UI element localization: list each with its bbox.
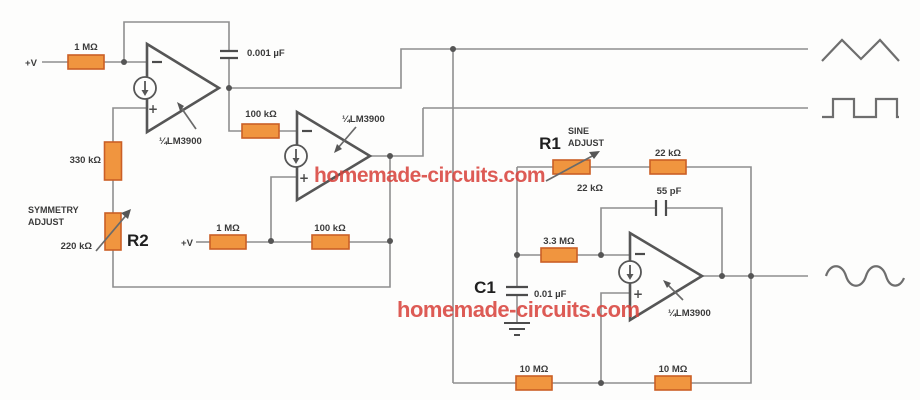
supply-label-1: +V — [25, 58, 38, 69]
triangle-wave-icon — [821, 38, 900, 62]
wire-rail-right-up — [691, 276, 752, 384]
label-10m-right: 10 MΩ — [659, 364, 688, 375]
label-100k-feedback: 100 kΩ — [314, 223, 346, 234]
opamp1-label: ¼LM3900 — [159, 136, 202, 147]
opamp1-triangle — [145, 41, 222, 135]
wire-op1-noninv — [112, 107, 147, 142]
wire-r2-to-op2-out — [112, 242, 391, 288]
watermarks: homemade-circuits.com homemade-circuits.… — [314, 164, 640, 322]
opamp2-label-arrowhead — [334, 144, 342, 153]
capacitor-c1 — [506, 285, 528, 297]
resistors — [67, 54, 692, 391]
opamp3-label-arrow — [667, 284, 684, 301]
square-wave-icon — [822, 97, 899, 119]
opamp2-cs-arrowhead — [292, 158, 300, 164]
watermark-top: homemade-circuits.com — [314, 164, 545, 187]
resistor-1m-bias — [209, 234, 247, 250]
junction — [514, 252, 520, 258]
opamp3-cs-arrowhead — [626, 274, 634, 280]
label-22k-feedback: 22 kΩ — [655, 148, 681, 159]
junction — [598, 380, 604, 386]
label-220k: 220 kΩ — [61, 241, 93, 252]
opamp3-label-arrowhead — [663, 280, 671, 288]
label-10m-left: 10 MΩ — [520, 364, 549, 375]
output-waveforms — [821, 38, 906, 287]
wire-22k-to-output — [686, 166, 752, 276]
wire-op3-noninv-down — [600, 292, 630, 383]
junction — [450, 46, 456, 52]
resistor-3m3 — [540, 247, 578, 263]
label-c1: C1 — [474, 278, 496, 297]
wire-op1-out — [229, 48, 453, 89]
resistor-22k-feedback — [649, 159, 687, 175]
junction — [226, 85, 232, 91]
junction — [598, 252, 604, 258]
wire-55p-right — [666, 207, 723, 276]
label-3m3: 3.3 MΩ — [543, 236, 575, 247]
opamp3-plus-sign: + — [633, 287, 643, 301]
opamp1-plus-sign: + — [148, 102, 158, 116]
label-symmetry-2: ADJUST — [28, 217, 65, 227]
opamp-1: + ¼LM3900 — [133, 41, 222, 147]
r1-wiper-arrowhead — [589, 151, 600, 159]
opamp1-label-arrowhead — [177, 102, 184, 111]
wire-op1out-to-100k — [228, 88, 242, 132]
capacitor-55pf — [654, 200, 668, 216]
junction — [268, 238, 274, 244]
label-sine-1: SINE — [568, 126, 589, 136]
watermark-bottom: homemade-circuits.com — [397, 297, 640, 322]
opamp3-label: ¼LM3900 — [668, 308, 711, 319]
label-r1: R1 — [539, 134, 561, 153]
label-r2: R2 — [127, 231, 149, 250]
r2-wiper-arrow — [95, 212, 129, 252]
r1-wiper-arrow — [545, 153, 597, 182]
label-r1-value: 22 kΩ — [577, 183, 603, 194]
opamp2-plus-sign: + — [299, 171, 309, 185]
label-1m-top: 1 MΩ — [74, 42, 98, 53]
label-001uf: 0.01 µF — [534, 289, 567, 300]
opamp-2: + ¼LM3900 — [284, 109, 385, 203]
junction — [121, 59, 127, 65]
junction — [719, 273, 725, 279]
wire-55p-left — [600, 207, 656, 255]
capacitors — [220, 49, 668, 336]
label-330k: 330 kΩ — [70, 155, 102, 166]
label-0001uf: 0.001 µF — [247, 48, 285, 59]
opamp1-cs-arrowhead — [141, 90, 149, 96]
resistor-10m-right — [654, 375, 692, 391]
label-55pf: 55 pF — [657, 186, 682, 197]
sine-wave-icon — [824, 265, 906, 287]
label-100k-coupling: 100 kΩ — [245, 109, 277, 120]
resistor-100k-feedback — [311, 234, 350, 250]
junction — [387, 153, 393, 159]
ground-symbol — [504, 322, 530, 336]
label-symmetry-1: SYMMETRY — [28, 205, 79, 215]
opamp-3: + ¼LM3900 — [618, 230, 711, 323]
r2-wiper-arrowhead — [121, 209, 131, 219]
resistor-330k — [103, 141, 123, 181]
wire-op1-feedback-top — [123, 21, 230, 62]
label-sine-2: ADJUST — [568, 138, 605, 148]
junction — [387, 238, 393, 244]
resistor-100k-coupling — [241, 123, 280, 139]
capacitor-0001uf — [220, 49, 238, 60]
opamp1-label-arrow — [179, 105, 197, 130]
wires — [42, 21, 808, 384]
opamp2-label: ¼LM3900 — [342, 114, 385, 125]
wire-op2-noninv — [270, 176, 297, 240]
label-1m-bias: 1 MΩ — [216, 223, 240, 234]
junction-dots — [121, 46, 754, 386]
supply-label-2: +V — [181, 238, 194, 249]
labels: +V 1 MΩ 0.001 µF 330 kΩ SYMMETRY ADJUST … — [25, 42, 688, 375]
resistor-10m-left — [515, 375, 553, 391]
resistor-1m-integrator — [67, 54, 105, 70]
junction — [748, 273, 754, 279]
opamp2-label-arrow — [337, 126, 357, 149]
